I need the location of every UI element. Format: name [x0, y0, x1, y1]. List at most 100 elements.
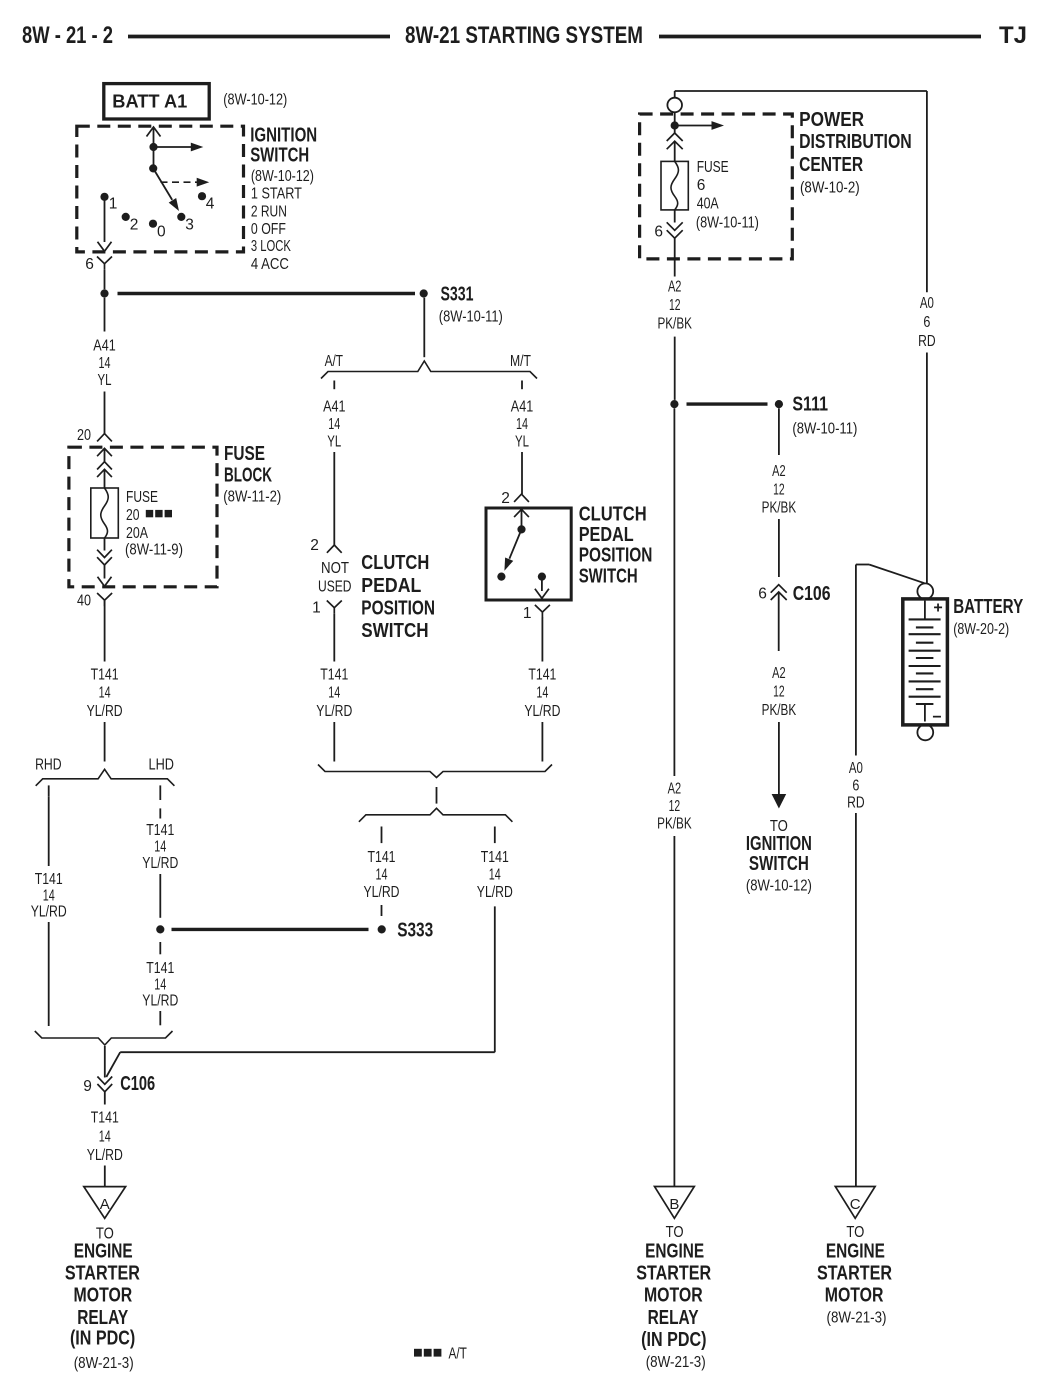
svg-text:A2: A2 — [668, 781, 682, 798]
svg-text:−: − — [932, 709, 941, 726]
svg-text:12: 12 — [669, 798, 681, 815]
svg-text:C106: C106 — [793, 583, 831, 605]
svg-text:SWITCH: SWITCH — [361, 620, 428, 642]
svg-text:40: 40 — [77, 592, 91, 609]
svg-text:1 START: 1 START — [251, 186, 302, 203]
svg-text:14: 14 — [99, 355, 111, 372]
svg-text:YL/RD: YL/RD — [142, 993, 178, 1010]
svg-text:14: 14 — [328, 416, 340, 433]
svg-text:(8W-10-11): (8W-10-11) — [792, 420, 857, 437]
svg-text:12: 12 — [773, 481, 785, 498]
svg-text:(8W-10-12): (8W-10-12) — [746, 878, 812, 895]
svg-text:IGNITION: IGNITION — [250, 124, 317, 146]
svg-text:M/T: M/T — [510, 353, 531, 370]
svg-text:YL/RD: YL/RD — [87, 1147, 123, 1164]
svg-text:ENGINE: ENGINE — [74, 1241, 133, 1263]
svg-text:14: 14 — [536, 685, 548, 702]
svg-text:TO: TO — [770, 818, 788, 835]
svg-text:STARTER: STARTER — [65, 1262, 140, 1284]
svg-text:FUSE: FUSE — [697, 159, 729, 176]
svg-text:POSITION: POSITION — [361, 598, 435, 620]
svg-text:T141: T141 — [91, 667, 119, 684]
svg-text:YL/RD: YL/RD — [31, 904, 67, 921]
svg-text:RELAY: RELAY — [77, 1307, 129, 1329]
svg-text:(8W-10-2): (8W-10-2) — [800, 180, 860, 197]
svg-text:14: 14 — [99, 1128, 111, 1145]
svg-text:MOTOR: MOTOR — [825, 1284, 884, 1306]
svg-text:(8W-10-11): (8W-10-11) — [439, 308, 503, 325]
svg-text:T141: T141 — [35, 871, 63, 888]
svg-text:YL/RD: YL/RD — [142, 855, 178, 872]
svg-text:14: 14 — [516, 416, 528, 433]
svg-text:6: 6 — [697, 177, 706, 194]
svg-text:(8W-11-9): (8W-11-9) — [125, 542, 183, 559]
svg-text:14: 14 — [43, 887, 55, 904]
svg-text:IGNITION: IGNITION — [746, 833, 812, 855]
svg-text:TO: TO — [666, 1224, 684, 1241]
svg-text:14: 14 — [99, 685, 111, 702]
svg-text:(IN PDC): (IN PDC) — [641, 1329, 706, 1351]
svg-text:S333: S333 — [397, 919, 433, 941]
svg-text:STARTER: STARTER — [636, 1262, 711, 1284]
svg-text:20A: 20A — [126, 525, 149, 542]
svg-text:T141: T141 — [368, 849, 396, 866]
svg-text:TO: TO — [846, 1224, 864, 1241]
svg-text:SWITCH: SWITCH — [579, 565, 638, 587]
svg-text:BATT A1: BATT A1 — [112, 92, 187, 112]
svg-text:YL/RD: YL/RD — [316, 703, 352, 720]
svg-text:CLUTCH: CLUTCH — [361, 552, 429, 574]
svg-text:A2: A2 — [772, 463, 786, 480]
svg-text:YL: YL — [98, 372, 112, 389]
svg-text:DISTRIBUTION: DISTRIBUTION — [799, 131, 912, 153]
svg-text:TO: TO — [96, 1226, 114, 1243]
svg-text:+: + — [933, 600, 942, 617]
svg-text:PK/BK: PK/BK — [762, 702, 797, 719]
svg-text:20: 20 — [126, 507, 140, 524]
svg-text:USED: USED — [318, 579, 352, 596]
svg-text:YL/RD: YL/RD — [364, 884, 400, 901]
svg-text:A2: A2 — [668, 279, 682, 296]
svg-text:T141: T141 — [320, 667, 348, 684]
svg-text:T141: T141 — [146, 822, 174, 839]
svg-text:PK/BK: PK/BK — [657, 315, 692, 332]
svg-text:A41: A41 — [511, 398, 533, 415]
svg-text:T141: T141 — [91, 1110, 119, 1127]
svg-text:SWITCH: SWITCH — [250, 145, 309, 167]
svg-text:YL: YL — [515, 433, 529, 450]
svg-text:A2: A2 — [772, 665, 786, 682]
svg-text:YL/RD: YL/RD — [477, 884, 513, 901]
svg-text:RD: RD — [918, 333, 936, 350]
svg-text:S331: S331 — [441, 284, 474, 306]
svg-text:A/T: A/T — [449, 1346, 468, 1363]
svg-text:(8W-21-3): (8W-21-3) — [74, 1355, 134, 1372]
svg-text:YL/RD: YL/RD — [87, 703, 123, 720]
svg-text:6: 6 — [85, 256, 94, 273]
svg-text:A41: A41 — [323, 398, 345, 415]
svg-text:2: 2 — [310, 537, 319, 554]
svg-text:9: 9 — [83, 1078, 92, 1095]
svg-text:0 OFF: 0 OFF — [251, 221, 286, 238]
svg-text:ENGINE: ENGINE — [645, 1241, 704, 1263]
svg-text:LHD: LHD — [149, 757, 175, 774]
svg-text:A0: A0 — [849, 760, 863, 777]
svg-text:NOT: NOT — [321, 560, 349, 577]
svg-text:S111: S111 — [792, 393, 828, 415]
svg-text:(IN PDC): (IN PDC) — [70, 1328, 135, 1350]
svg-text:12: 12 — [773, 684, 785, 701]
svg-text:FUSE: FUSE — [224, 443, 265, 465]
svg-text:YL: YL — [327, 433, 341, 450]
svg-text:ENGINE: ENGINE — [826, 1241, 885, 1263]
svg-text:PEDAL: PEDAL — [579, 524, 634, 546]
svg-text:4 ACC: 4 ACC — [251, 256, 289, 273]
svg-text:(8W-10-11): (8W-10-11) — [696, 215, 759, 232]
svg-text:RD: RD — [847, 795, 865, 812]
svg-text:6: 6 — [852, 777, 859, 794]
svg-text:SWITCH: SWITCH — [749, 853, 809, 875]
svg-text:T141: T141 — [481, 849, 509, 866]
svg-text:(8W-11-2): (8W-11-2) — [223, 489, 281, 506]
svg-text:0: 0 — [157, 223, 166, 240]
svg-text:(8W-10-12): (8W-10-12) — [223, 92, 287, 109]
svg-text:BLOCK: BLOCK — [224, 465, 272, 487]
svg-text:A41: A41 — [93, 338, 115, 355]
svg-text:PK/BK: PK/BK — [762, 500, 797, 517]
